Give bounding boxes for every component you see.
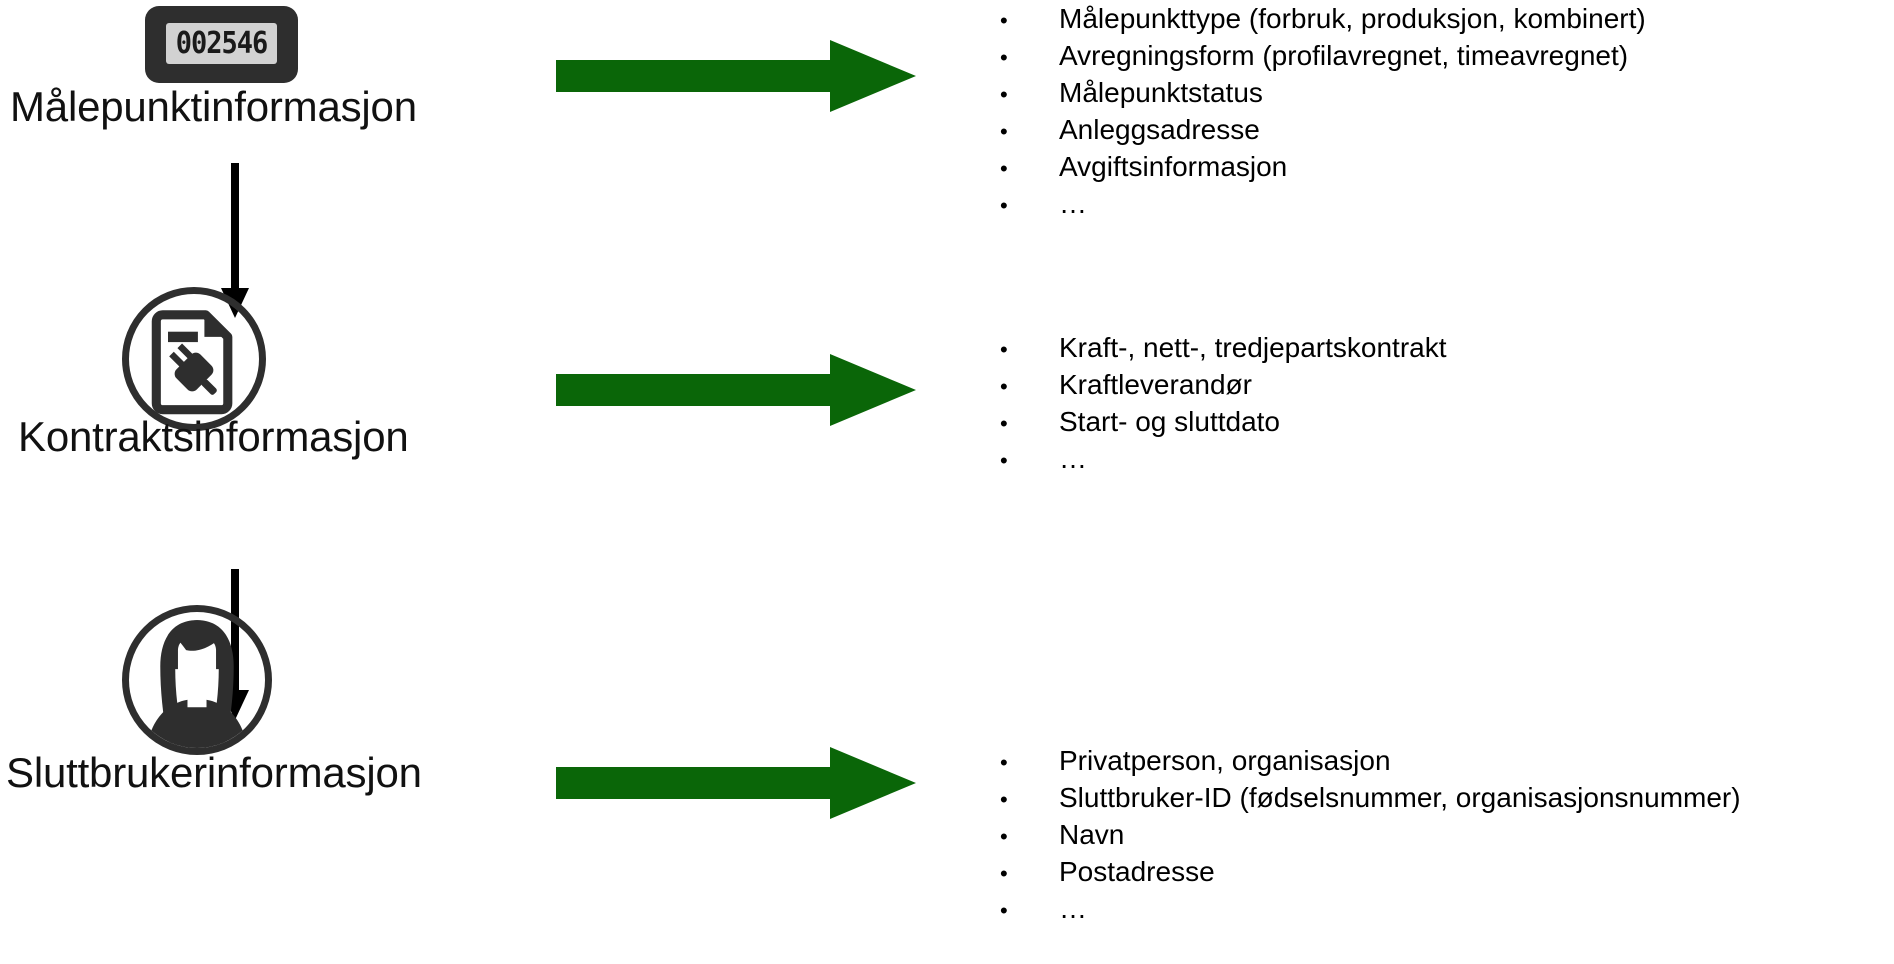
node-label-malepunktinformasjon: Målepunktinformasjon [10, 83, 417, 130]
detail-list-malepunkt: • Målepunkttype (forbruk, produksjon, kom… [1000, 0, 1646, 222]
list-item: • Målepunkttype (forbruk, produksjon, kom… [1000, 0, 1646, 37]
bullet-dot-icon: • [1000, 45, 1008, 70]
list-item: • Sluttbruker-ID (fødselsnummer, organisa… [1000, 779, 1741, 816]
bullet-dot-icon: • [1000, 374, 1008, 399]
bullet-dot-icon: • [1000, 411, 1008, 436]
bullet-dot-icon: • [1000, 156, 1008, 181]
green-arrow-to-malepunkt-details [556, 40, 916, 112]
list-item: • Målepunktstatus [1000, 74, 1646, 111]
list-item-label: Avgiftsinformasjon [1059, 151, 1288, 182]
electricity-meter-icon: 002546 [145, 6, 298, 83]
node-label-kontraktsinformasjon: Kontraktsinformasjon [18, 413, 409, 460]
list-item-label: Målepunkttype (forbruk, produksjon, komb… [1059, 3, 1646, 34]
list-item-label: Avregningsform (profilavregnet, timeavre… [1059, 40, 1629, 71]
bullet-dot-icon: • [1000, 898, 1008, 923]
node-label-sluttbrukerinformasjon: Sluttbrukerinformasjon [6, 749, 422, 796]
list-item-label: Privatperson, organisasjon [1059, 745, 1391, 776]
green-arrow-to-sluttbruker-details [556, 747, 916, 819]
contract-document-plug-icon [122, 287, 266, 431]
list-item-label: Start- og sluttdato [1059, 406, 1281, 437]
list-item-label: Målepunktstatus [1059, 77, 1263, 108]
detail-list-sluttbruker: • Privatperson, organisasjon • Sluttbruker-… [1000, 742, 1741, 927]
list-item-label: … [1059, 893, 1087, 924]
list-item: •… [1000, 890, 1741, 927]
list-item: • Avgiftsinformasjon [1000, 148, 1646, 185]
bullet-dot-icon: • [1000, 787, 1008, 812]
bullet-dot-icon: • [1000, 861, 1008, 886]
list-item: • Navn [1000, 816, 1741, 853]
bullet-dot-icon: • [1000, 193, 1008, 218]
list-item: • Start- og sluttdato [1000, 403, 1447, 440]
list-item-label: … [1059, 188, 1087, 219]
bullet-dot-icon: • [1000, 337, 1008, 362]
list-item: • Anleggsadresse [1000, 111, 1646, 148]
list-item: •… [1000, 440, 1447, 477]
list-item-label: Navn [1059, 819, 1125, 850]
meter-display-panel: 002546 [166, 23, 277, 64]
detail-list-kontrakt: • Kraft-, nett-, tredjepartskontrakt • Kraf… [1000, 329, 1447, 477]
bullet-dot-icon: • [1000, 750, 1008, 775]
list-item: • Avregningsform (profilavregnet, timeavr… [1000, 37, 1646, 74]
list-item-label: Anleggsadresse [1059, 114, 1260, 145]
list-item: •… [1000, 185, 1646, 222]
bullet-dot-icon: • [1000, 448, 1008, 473]
list-item-label: Postadresse [1059, 856, 1215, 887]
person-avatar-icon [122, 605, 272, 755]
list-item: • Postadresse [1000, 853, 1741, 890]
list-item: • Kraft-, nett-, tredjepartskontrakt [1000, 329, 1447, 366]
bullet-dot-icon: • [1000, 8, 1008, 33]
meter-reading-value: 002546 [175, 26, 269, 61]
list-item-label: … [1059, 443, 1087, 474]
bullet-dot-icon: • [1000, 824, 1008, 849]
list-item-label: Sluttbruker-ID (fødselsnummer, organisas… [1059, 782, 1741, 813]
list-item: • Privatperson, organisasjon [1000, 742, 1741, 779]
list-item-label: Kraft-, nett-, tredjepartskontrakt [1059, 332, 1447, 363]
person-avatar-glyph [146, 620, 248, 748]
bullet-dot-icon: • [1000, 82, 1008, 107]
bullet-dot-icon: • [1000, 119, 1008, 144]
green-arrow-to-kontrakt-details [556, 354, 916, 426]
list-item-label: Kraftleverandør [1059, 369, 1252, 400]
list-item: • Kraftleverandør [1000, 366, 1447, 403]
contract-document-glyph [151, 310, 233, 415]
